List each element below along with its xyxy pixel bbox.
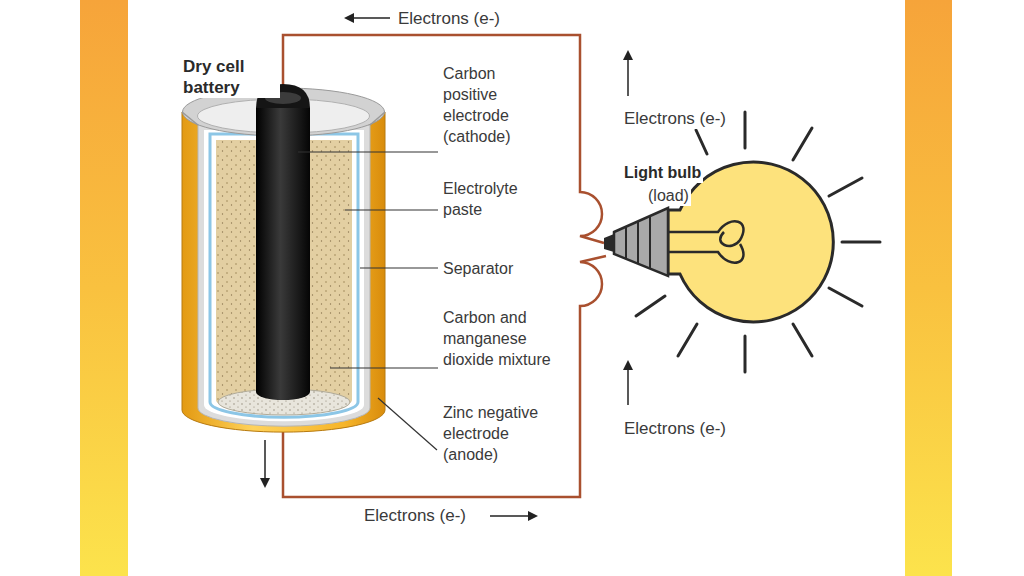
- electron-flow-label: Electrons (e-): [622, 108, 728, 129]
- battery-title: Dry cell battery: [181, 56, 280, 98]
- electron-flow-label: Electrons (e-): [622, 418, 728, 439]
- part-label: Separator: [441, 258, 515, 279]
- part-label: Carbon positive electrode (cathode): [441, 63, 533, 147]
- part-label: Electrolyte paste: [441, 178, 537, 220]
- load-label: Light bulb: [622, 162, 703, 183]
- part-label: Zinc negative electrode (anode): [441, 402, 563, 465]
- electron-flow-label: Electrons (e-): [396, 8, 502, 29]
- electron-flow-label: Electrons (e-): [362, 505, 468, 526]
- load-label: (load): [646, 185, 691, 206]
- part-label: Carbon and manganese dioxide mixture: [441, 307, 577, 370]
